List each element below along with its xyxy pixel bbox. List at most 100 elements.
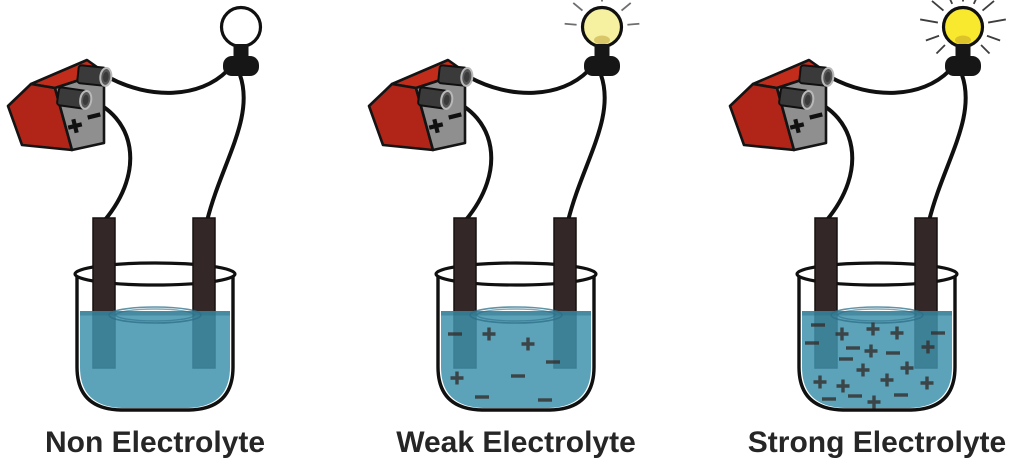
- beaker-outline: [797, 277, 957, 412]
- panel-label-strong-electrolyte: Strong Electrolyte: [747, 426, 1007, 459]
- wire-battery-to-bulb: [467, 69, 590, 95]
- ions: [805, 322, 945, 409]
- battery-terminal: [76, 64, 113, 87]
- ion-symbol: [880, 373, 894, 387]
- solution: [80, 311, 230, 408]
- terminal-cap-center: [443, 94, 450, 106]
- minus-icon: [809, 112, 823, 120]
- bulb-socket-neck: [594, 44, 610, 58]
- battery-terminal: [798, 64, 835, 87]
- positive-ion: [900, 361, 914, 375]
- minus-icon: [87, 112, 101, 120]
- terminal-cap-center: [825, 71, 831, 83]
- positive-ion: [921, 340, 935, 354]
- terminal-cap-center: [82, 94, 89, 106]
- battery-minus-symbol: [809, 112, 823, 120]
- battery-minus-symbol: [87, 112, 101, 120]
- plus-icon: [67, 118, 83, 134]
- positive-ion: [813, 375, 827, 389]
- beaker-outline: [436, 277, 596, 412]
- light-bulb-off: [219, 5, 263, 76]
- ion-symbol: [867, 395, 881, 409]
- battery-plus-symbol: [789, 118, 805, 134]
- surface-ellipse-inner: [115, 308, 195, 322]
- light-ray: [987, 18, 1006, 24]
- ion-symbol: [920, 376, 934, 390]
- battery: [6, 58, 113, 152]
- beaker-rim: [795, 261, 959, 287]
- bulb-filament-glow: [594, 35, 610, 45]
- surface-ellipse-outer: [108, 306, 202, 324]
- panel-label-non-electrolyte: Non Electrolyte: [44, 426, 266, 459]
- bulb-socket-neck: [233, 44, 249, 58]
- bulb-rays: [920, 0, 1006, 55]
- light-ray: [572, 2, 584, 12]
- light-ray: [925, 34, 940, 42]
- ion-symbol: [856, 363, 870, 377]
- terminal-cap-center: [103, 71, 109, 83]
- ion-symbol: [835, 327, 849, 341]
- wire-battery-to-bulb: [828, 69, 951, 95]
- ion-symbol: [521, 337, 535, 351]
- bulb-socket-neck: [955, 44, 971, 58]
- positive-ion: [920, 376, 934, 390]
- beaker-rim: [434, 261, 598, 287]
- solution-surface-band: [441, 311, 591, 316]
- ions: [448, 327, 560, 402]
- minus-icon: [448, 112, 462, 120]
- bulb-socket: [945, 56, 981, 76]
- ion-symbol: [900, 361, 914, 375]
- panel-non-electrolyte: [6, 5, 263, 412]
- positive-ion: [521, 337, 535, 351]
- positive-ion: [866, 322, 880, 336]
- solution: [441, 311, 591, 408]
- battery-plus-symbol: [428, 118, 444, 134]
- ion-symbol: [813, 375, 827, 389]
- ion-symbol: [836, 379, 850, 393]
- positive-ion: [482, 327, 496, 341]
- positive-ion: [856, 363, 870, 377]
- surface-ellipse-inner: [476, 308, 556, 322]
- surface-ellipse-outer: [830, 306, 924, 324]
- positive-ion: [835, 327, 849, 341]
- panel-strong-electrolyte: [728, 0, 1006, 412]
- wire-bulb-to-electrode: [927, 73, 968, 223]
- beaker: [795, 217, 959, 412]
- panel-weak-electrolyte: [367, 0, 640, 412]
- panel-label-weak-electrolyte: Weak Electrolyte: [396, 426, 636, 459]
- battery-terminal: [778, 86, 815, 110]
- surface-ellipse-inner: [837, 308, 917, 322]
- wire-battery-to-bulb: [106, 69, 229, 95]
- light-ray: [620, 2, 632, 12]
- battery-minus-symbol: [448, 112, 462, 120]
- plus-icon: [789, 118, 805, 134]
- light-ray: [931, 0, 945, 12]
- solution-surface-band: [80, 311, 230, 316]
- ion-symbol: [482, 327, 496, 341]
- light-ray: [935, 44, 946, 55]
- battery-plus-symbol: [67, 118, 83, 134]
- surface-ellipse-outer: [469, 306, 563, 324]
- terminal-cap-center: [464, 71, 470, 83]
- light-ray: [564, 22, 577, 26]
- positive-ion: [880, 373, 894, 387]
- battery-terminal: [437, 64, 474, 87]
- bulb-glass: [219, 5, 263, 49]
- beaker: [434, 217, 598, 412]
- battery-terminal: [56, 86, 93, 110]
- light-ray: [980, 44, 991, 55]
- terminal-cap-center: [804, 94, 811, 106]
- battery: [728, 58, 835, 152]
- bulb-socket: [584, 56, 620, 76]
- wire-bulb-to-electrode: [205, 73, 246, 223]
- light-bulb-dim: [564, 0, 640, 76]
- positive-ion: [867, 395, 881, 409]
- light-ray: [981, 0, 995, 12]
- light-ray: [972, 0, 977, 5]
- ion-symbol: [450, 371, 464, 385]
- ion-symbol: [890, 326, 904, 340]
- battery-terminal: [417, 86, 454, 110]
- bulb-socket: [223, 56, 259, 76]
